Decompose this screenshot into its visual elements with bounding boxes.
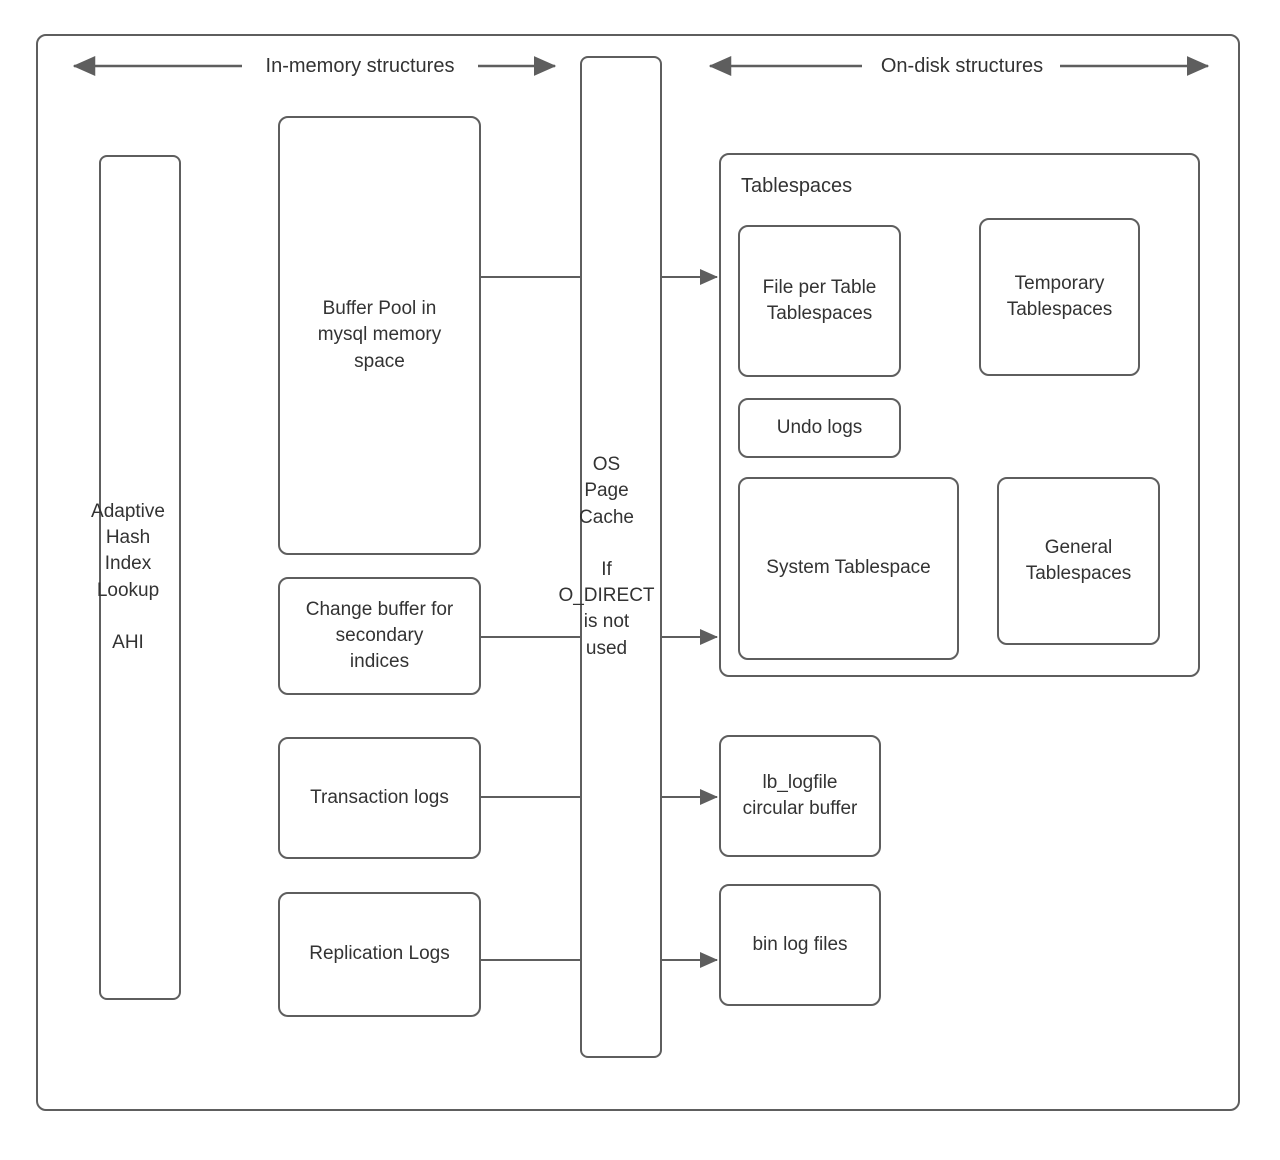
buffer-pool-box[interactable]: Buffer Pool in mysql memory space (278, 116, 481, 555)
file-per-table-tablespaces-box[interactable]: File per Table Tablespaces (738, 225, 901, 377)
adaptive-hash-index-label: Adaptive Hash Index Lookup AHI (91, 500, 165, 653)
change-buffer-box[interactable]: Change buffer for secondary indices (278, 577, 481, 695)
system-tablespace-box[interactable]: System Tablespace (738, 477, 959, 660)
bin-log-files-label: bin log files (752, 933, 848, 955)
transaction-logs-label: Transaction logs (310, 786, 449, 808)
temporary-tablespaces-box[interactable]: Temporary Tablespaces (979, 218, 1140, 376)
bin-log-files-box[interactable]: bin log files (719, 884, 881, 1006)
lb-logfile-circular-buffer-label: lb_logfile circular buffer (742, 771, 858, 819)
general-tablespaces-label: General Tablespaces (1025, 536, 1132, 584)
replication-logs-label: Replication Logs (309, 943, 450, 965)
undo-logs-label: Undo logs (776, 416, 863, 438)
temporary-tablespaces-label: Temporary Tablespaces (1006, 272, 1113, 320)
adaptive-hash-index-box[interactable]: Adaptive Hash Index Lookup AHI (91, 155, 181, 1000)
buffer-pool-label: Buffer Pool in mysql memory space (317, 298, 442, 372)
on-disk-structures-label: On-disk structures (880, 55, 1044, 77)
general-tablespaces-box[interactable]: General Tablespaces (997, 477, 1160, 645)
replication-logs-box[interactable]: Replication Logs (278, 892, 481, 1017)
os-page-cache-box[interactable]: OS Page Cache If O_DIRECT is not used (558, 56, 662, 1058)
transaction-logs-box[interactable]: Transaction logs (278, 737, 481, 859)
in-memory-structures-label: In-memory structures (265, 55, 455, 77)
os-page-cache-label: OS Page Cache If O_DIRECT is not used (558, 454, 655, 659)
lb-logfile-circular-buffer-box[interactable]: lb_logfile circular buffer (719, 735, 881, 857)
undo-logs-box[interactable]: Undo logs (738, 398, 901, 458)
change-buffer-label: Change buffer for secondary indices (305, 598, 454, 673)
tablespaces-title: Tablespaces (741, 175, 853, 197)
file-per-table-tablespaces-label: File per Table Tablespaces (762, 276, 877, 324)
system-tablespace-label: System Tablespace (766, 557, 931, 579)
